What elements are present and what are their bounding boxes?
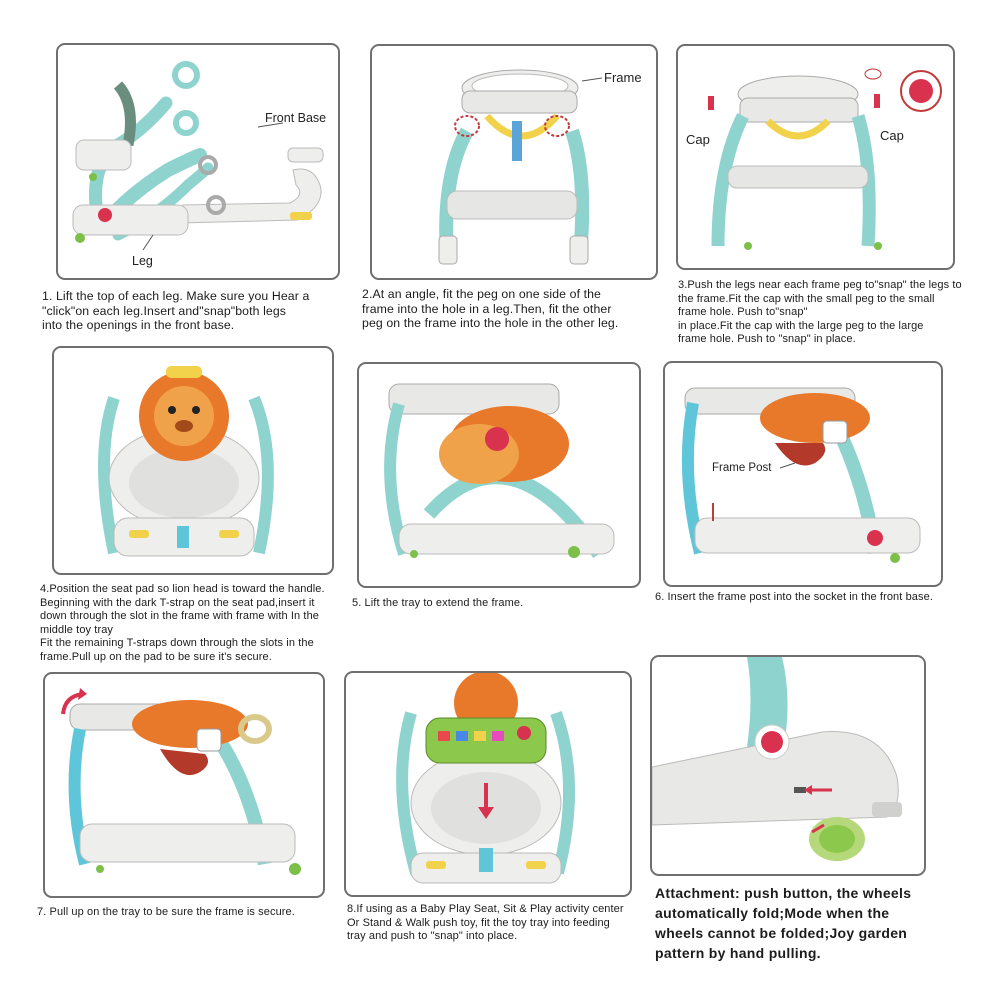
caption-line: tray and push to "snap" into place.: [347, 930, 518, 942]
step-5-panel: [357, 362, 641, 588]
step-1-illustration: [72, 61, 324, 251]
caption-line: frame into the hole in a leg.Then, fit t…: [362, 301, 612, 316]
step-6-illustration: [681, 387, 921, 563]
step-8-caption: 8.If using as a Baby Play Seat, Sit & Pl…: [347, 903, 647, 944]
caption-line: 5. Lift the tray to extend the frame.: [352, 597, 524, 609]
front-base-label: Front Base: [265, 111, 327, 125]
caption-line: frame.Pull up on the pad to be sure it's…: [40, 650, 272, 663]
caption-line: wheels cannot be folded;Joy garden: [655, 925, 908, 941]
caption-line: peg on the frame into the hole in the ot…: [362, 316, 619, 330]
caption-line: in place.Fit the cap with the large peg …: [678, 319, 924, 332]
step-7-panel: [43, 672, 325, 898]
step-4-panel: [52, 346, 334, 575]
step-3-caption: 3.Push the legs near each frame peg to"s…: [678, 279, 978, 347]
caption-line: 6. Insert the frame post into the socket…: [655, 591, 933, 603]
attachment-caption: Attachment: push button, the wheels auto…: [655, 883, 955, 963]
caption-line: Attachment: push button, the wheels: [655, 885, 912, 901]
step-5-illustration: [384, 383, 615, 558]
step-4-caption: 4.Position the seat pad so lion head is …: [40, 583, 350, 664]
caption-line: Or Stand & Walk push toy, fit the toy tr…: [347, 916, 610, 929]
step-6-panel: Frame Post: [663, 361, 943, 587]
caption-line: 7. Pull up on the tray to be sure the fr…: [37, 906, 295, 918]
step-7-caption: 7. Pull up on the tray to be sure the fr…: [37, 906, 337, 920]
step-1-panel: Front Base Leg: [56, 43, 340, 280]
caption-line: 8.If using as a Baby Play Seat, Sit & Pl…: [347, 903, 624, 915]
attachment-panel: [650, 655, 926, 876]
cap-right-label: Cap: [880, 128, 904, 143]
caption-line: down through the slot in the frame with …: [40, 610, 320, 622]
cap-left-label: Cap: [686, 132, 710, 147]
frame-label: Frame: [604, 70, 642, 85]
caption-line: 4.Position the seat pad so lion head is …: [40, 583, 325, 595]
caption-line: 2.At an angle, fit the peg on one side o…: [362, 287, 601, 301]
step-6-caption: 6. Insert the frame post into the socket…: [655, 591, 955, 605]
step-4-illustration: [98, 366, 274, 557]
caption-line: the frame.Fit the cap with the small peg…: [678, 292, 935, 305]
step-2-caption: 2.At an angle, fit the peg on one side o…: [362, 287, 692, 331]
attachment-illustration: [652, 657, 902, 861]
step-3-panel: Cap Cap: [676, 44, 955, 270]
step-2-panel: Frame: [370, 44, 658, 280]
caption-line: pattern by hand pulling.: [655, 945, 821, 961]
caption-line: "click"on each leg.Insert and"snap"both …: [42, 303, 287, 318]
step-1-caption: 1. Lift the top of each leg. Make sure y…: [42, 289, 362, 333]
caption-line: frame hole. Push to"snap": [678, 306, 808, 318]
caption-line: 3.Push the legs near each frame peg to"s…: [678, 279, 962, 291]
caption-line: frame hole. Push to "snap" in place.: [678, 333, 856, 345]
leg-label: Leg: [132, 254, 153, 268]
caption-line: middle toy tray: [40, 623, 114, 636]
step-7-illustration: [61, 688, 301, 875]
caption-line: 1. Lift the top of each leg. Make sure y…: [42, 289, 310, 303]
frame-post-label: Frame Post: [712, 462, 772, 474]
caption-line: into the openings in the front base.: [42, 318, 235, 332]
caption-line: automatically fold;Mode when the: [655, 905, 890, 921]
step-8-panel: [344, 671, 632, 897]
step-5-caption: 5. Lift the tray to extend the frame.: [352, 597, 642, 611]
step-3-illustration: [708, 68, 942, 250]
caption-line: Fit the remaining T-straps down through …: [40, 637, 314, 649]
caption-line: Beginning with the dark T-strap on the s…: [40, 596, 315, 609]
step-8-illustration: [396, 673, 576, 884]
step-2-illustration: [438, 69, 603, 265]
